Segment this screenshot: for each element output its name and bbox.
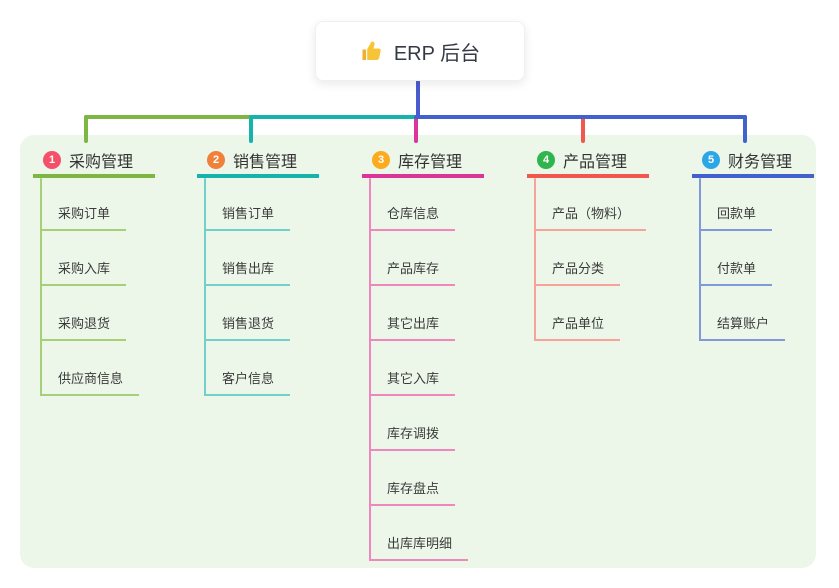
- branch-drop-line: [249, 115, 253, 143]
- branch-index-badge: 3: [372, 151, 390, 169]
- child-node[interactable]: 产品库存: [369, 252, 456, 286]
- branch-node-label: 产品管理: [563, 154, 628, 171]
- child-node[interactable]: 仓库信息: [369, 197, 456, 231]
- branch-index-badge: 1: [43, 151, 61, 169]
- branch-drop-line: [581, 115, 585, 143]
- branch-node-2[interactable]: 2 销售管理: [197, 146, 320, 178]
- child-node[interactable]: 其它出库: [369, 307, 456, 341]
- child-node[interactable]: 出库库明细: [369, 527, 469, 561]
- branch-index-badge: 4: [537, 151, 555, 169]
- branch-index-badge: 2: [207, 151, 225, 169]
- thumbs-up-icon: [362, 41, 381, 60]
- child-node[interactable]: 销售出库: [204, 252, 291, 286]
- root-connector-line: [416, 80, 420, 119]
- child-node[interactable]: 付款单: [699, 252, 773, 286]
- branch-bus-line: [249, 115, 418, 119]
- child-node[interactable]: 产品单位: [534, 307, 621, 341]
- child-node[interactable]: 其它入库: [369, 362, 456, 396]
- branch-index-badge: 5: [702, 151, 720, 169]
- branch-node-label: 销售管理: [233, 154, 298, 171]
- branch-node-5[interactable]: 5 财务管理: [692, 146, 815, 178]
- branch-drop-line: [84, 115, 88, 143]
- child-node[interactable]: 客户信息: [204, 362, 291, 396]
- child-connector-line: [534, 178, 536, 341]
- child-node[interactable]: 库存盘点: [369, 472, 456, 506]
- branches-panel: [20, 135, 816, 568]
- child-node[interactable]: 结算账户: [699, 307, 786, 341]
- child-node[interactable]: 采购订单: [40, 197, 127, 231]
- root-node[interactable]: ERP 后台: [315, 21, 525, 81]
- child-connector-line: [699, 178, 701, 341]
- child-node[interactable]: 库存调拨: [369, 417, 456, 451]
- child-connector-line: [40, 178, 42, 396]
- branch-node-label: 库存管理: [398, 154, 463, 171]
- child-node[interactable]: 供应商信息: [40, 362, 140, 396]
- child-node[interactable]: 回款单: [699, 197, 773, 231]
- branch-drop-line: [414, 115, 418, 143]
- branch-bus-line: [414, 115, 747, 119]
- branch-node-4[interactable]: 4 产品管理: [527, 146, 650, 178]
- child-node[interactable]: 采购退货: [40, 307, 127, 341]
- branch-node-1[interactable]: 1 采购管理: [33, 146, 156, 178]
- root-node-label: ERP 后台: [393, 42, 481, 65]
- branch-drop-line: [743, 115, 747, 143]
- branch-node-label: 财务管理: [728, 154, 793, 171]
- branch-node-3[interactable]: 3 库存管理: [362, 146, 485, 178]
- branch-node-label: 采购管理: [69, 154, 134, 171]
- child-node[interactable]: 采购入库: [40, 252, 127, 286]
- child-connector-line: [369, 178, 371, 561]
- child-node[interactable]: 销售退货: [204, 307, 291, 341]
- child-connector-line: [204, 178, 206, 396]
- child-node[interactable]: 产品分类: [534, 252, 621, 286]
- child-node[interactable]: 产品（物料）: [534, 197, 647, 231]
- child-node[interactable]: 销售订单: [204, 197, 291, 231]
- branch-bus-line: [84, 115, 253, 119]
